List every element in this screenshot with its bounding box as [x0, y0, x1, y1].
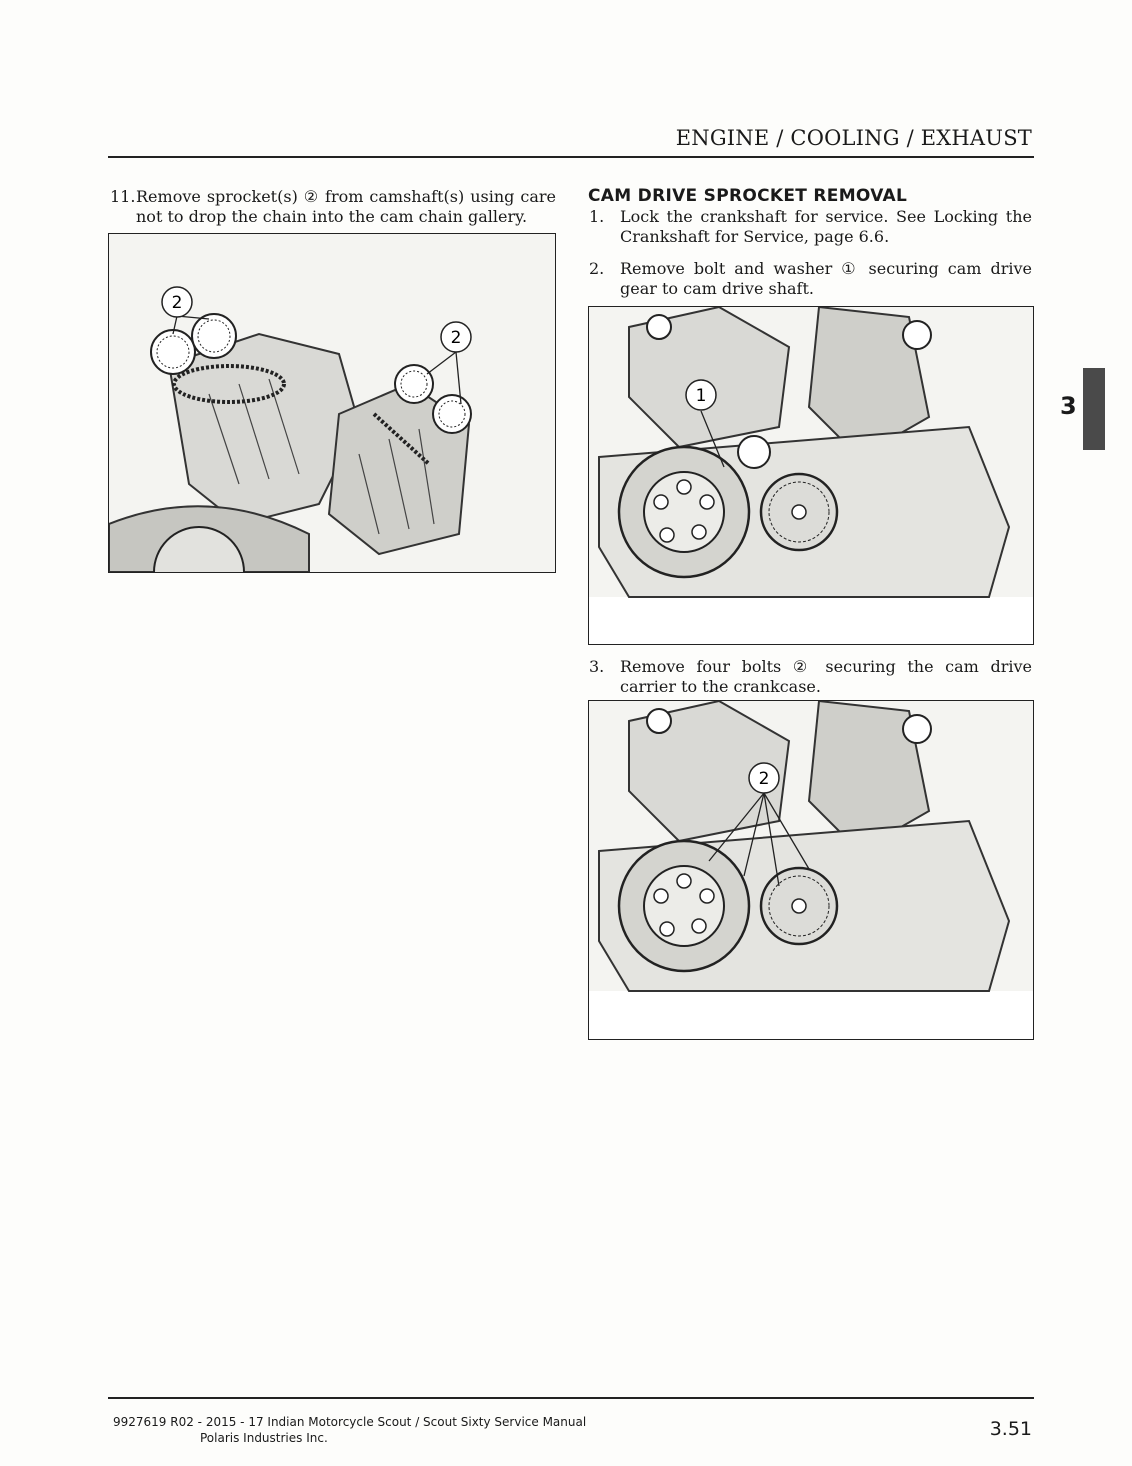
figure-cam-drive-carrier-bolts: 2	[588, 700, 1034, 1040]
step-number: 1.	[589, 207, 605, 226]
callout-2-left: 2	[172, 293, 183, 313]
page-number: 3.51	[989, 1418, 1032, 1440]
step-text: Remove sprocket(s) ② from camshaft(s) us…	[136, 187, 556, 226]
header-divider	[108, 156, 1034, 158]
step-text: Remove four bolts ② securing the cam dri…	[620, 657, 1032, 696]
step-text: Remove bolt and washer ① securing cam dr…	[620, 259, 1032, 298]
step-number: 2.	[589, 259, 605, 278]
footer-publisher: Polaris Industries Inc.	[200, 1431, 328, 1445]
figure-camshaft-sprockets: 2 2	[108, 233, 556, 573]
callout-2: 2	[759, 769, 770, 789]
chapter-number: 3	[1060, 392, 1077, 420]
chapter-tab	[1083, 368, 1105, 450]
step-2: 2. Remove bolt and washer ① securing cam…	[589, 259, 1032, 299]
footer-divider	[108, 1397, 1034, 1399]
step-number: 3.	[589, 657, 605, 676]
step-number: 11.	[110, 187, 136, 206]
page-header-title: ENGINE / COOLING / EXHAUST	[675, 126, 1032, 150]
engine-illustration: 1	[589, 307, 1033, 598]
footer-manual-title: 9927619 R02 - 2015 - 17 Indian Motorcycl…	[113, 1415, 587, 1429]
callout-2-right: 2	[451, 328, 462, 348]
engine-illustration: 2 2	[109, 234, 555, 572]
step-text: Lock the crankshaft for service. See Loc…	[620, 207, 1032, 246]
engine-illustration: 2	[589, 701, 1033, 992]
step-3: 3. Remove four bolts ② securing the cam …	[589, 657, 1032, 697]
callout-1: 1	[696, 386, 707, 406]
figure-cam-drive-bolt: 1	[588, 306, 1034, 645]
section-heading: CAM DRIVE SPROCKET REMOVAL	[588, 186, 908, 206]
step-11: 11. Remove sprocket(s) ② from camshaft(s…	[110, 187, 556, 227]
step-1: 1. Lock the crankshaft for service. See …	[589, 207, 1032, 247]
